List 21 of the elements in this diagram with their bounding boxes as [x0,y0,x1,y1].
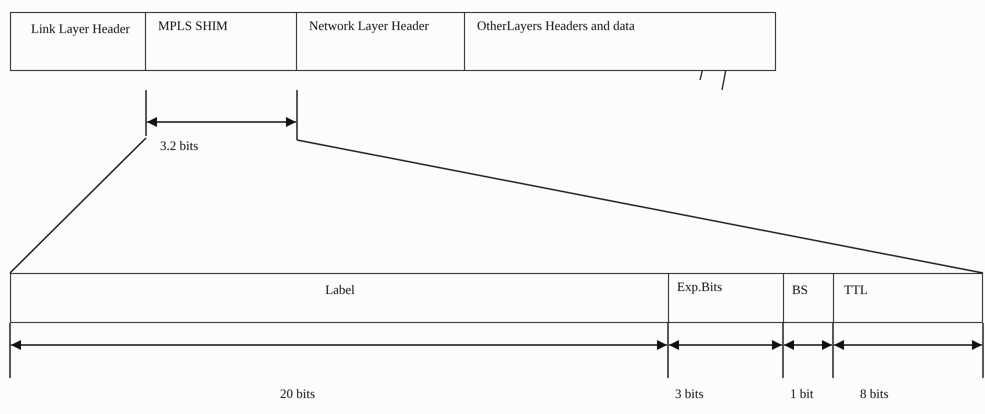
bit-count-label: 3.2 bits [160,138,198,154]
field-name: MPLS SHIM [158,18,229,33]
bit-count-label: 1 bit [790,386,814,402]
field-cell [10,273,670,323]
field-name: Exp.Bits [677,279,724,294]
field-cell [783,273,835,323]
bit-count-label: 8 bits [860,386,889,402]
bit-count-label: 20 bits [280,386,316,402]
field-cell [833,273,983,323]
field-name: OtherLayers Headers and data [477,18,636,33]
field-cell [10,12,147,71]
field-cell [145,12,298,71]
field-name: Link Layer Header [31,21,131,36]
field-name: Network Layer Header [309,18,430,33]
field-name: TTL [844,282,869,297]
field-cell [296,12,466,71]
field-cell [464,12,776,71]
bit-count-label: 3 bits [675,386,704,402]
field-cell [668,273,785,323]
field-name: BS [792,282,809,297]
field-name: Label [324,282,356,297]
